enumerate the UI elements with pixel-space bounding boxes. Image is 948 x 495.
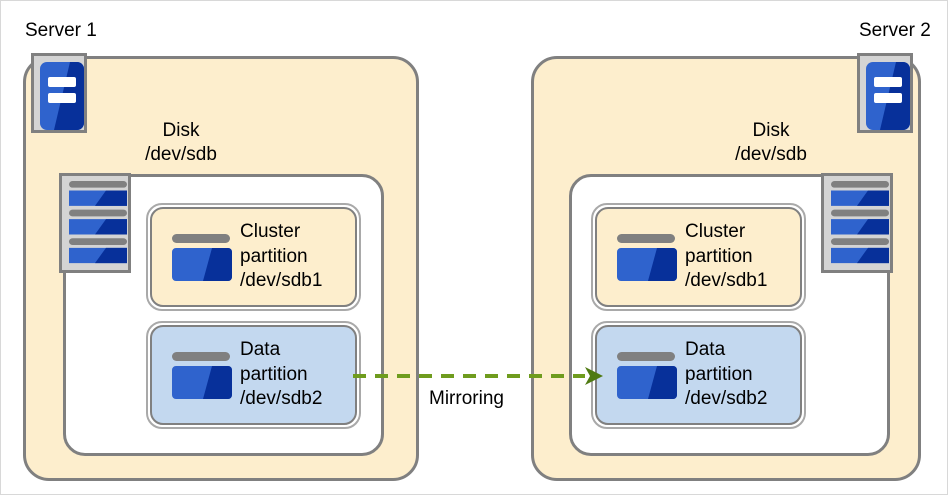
server-1-data-partition[interactable]: Data partition /dev/sdb2	[146, 321, 361, 429]
partition-icon	[615, 233, 677, 281]
partition-line1: Data	[685, 338, 726, 360]
partition-line3: /dev/sdb1	[240, 270, 323, 292]
disk-label-line1: Disk	[752, 120, 790, 141]
server-1-cluster-partition[interactable]: Cluster partition /dev/sdb1	[146, 203, 361, 311]
disk-label-line2: /dev/sdb	[145, 143, 217, 165]
partition-icon	[170, 351, 232, 399]
partition-line2: partition	[685, 245, 753, 267]
partition-icon	[615, 351, 677, 399]
server-1-disk-label: Disk /dev/sdb	[111, 119, 251, 167]
partition-line2: partition	[240, 363, 308, 385]
disk-label-line2: /dev/sdb	[735, 143, 807, 165]
partition-line3: /dev/sdb1	[685, 270, 768, 292]
server-1-machine-icon	[31, 53, 87, 133]
server-2-disk-label: Disk /dev/sdb	[701, 119, 841, 167]
mirroring-arrow	[353, 361, 605, 391]
server-2-cluster-partition-text: Cluster partition /dev/sdb1	[685, 220, 767, 294]
partition-line3: /dev/sdb2	[685, 388, 768, 410]
disk-label-line1: Disk	[162, 120, 200, 141]
server-1-title: Server 1	[25, 20, 97, 41]
server-2-data-partition[interactable]: Data partition /dev/sdb2	[591, 321, 806, 429]
partition-line3: /dev/sdb2	[240, 388, 323, 410]
partition-line1: Data	[240, 338, 281, 360]
server-1-data-partition-text: Data partition /dev/sdb2	[240, 338, 322, 412]
server-1-disk-stack-icon	[59, 173, 131, 273]
server-2-disk-stack-icon	[821, 173, 893, 273]
partition-line1: Cluster	[240, 220, 301, 242]
server-2-title: Server 2	[859, 20, 931, 41]
partition-line2: partition	[685, 363, 753, 385]
server-1-cluster-partition-text: Cluster partition /dev/sdb1	[240, 220, 322, 294]
partition-line2: partition	[240, 245, 308, 267]
mirroring-label: Mirroring	[429, 388, 504, 409]
server-2-cluster-partition[interactable]: Cluster partition /dev/sdb1	[591, 203, 806, 311]
partition-icon	[170, 233, 232, 281]
server-2-data-partition-text: Data partition /dev/sdb2	[685, 338, 767, 412]
server-2-machine-icon	[857, 53, 913, 133]
partition-line1: Cluster	[685, 220, 746, 242]
